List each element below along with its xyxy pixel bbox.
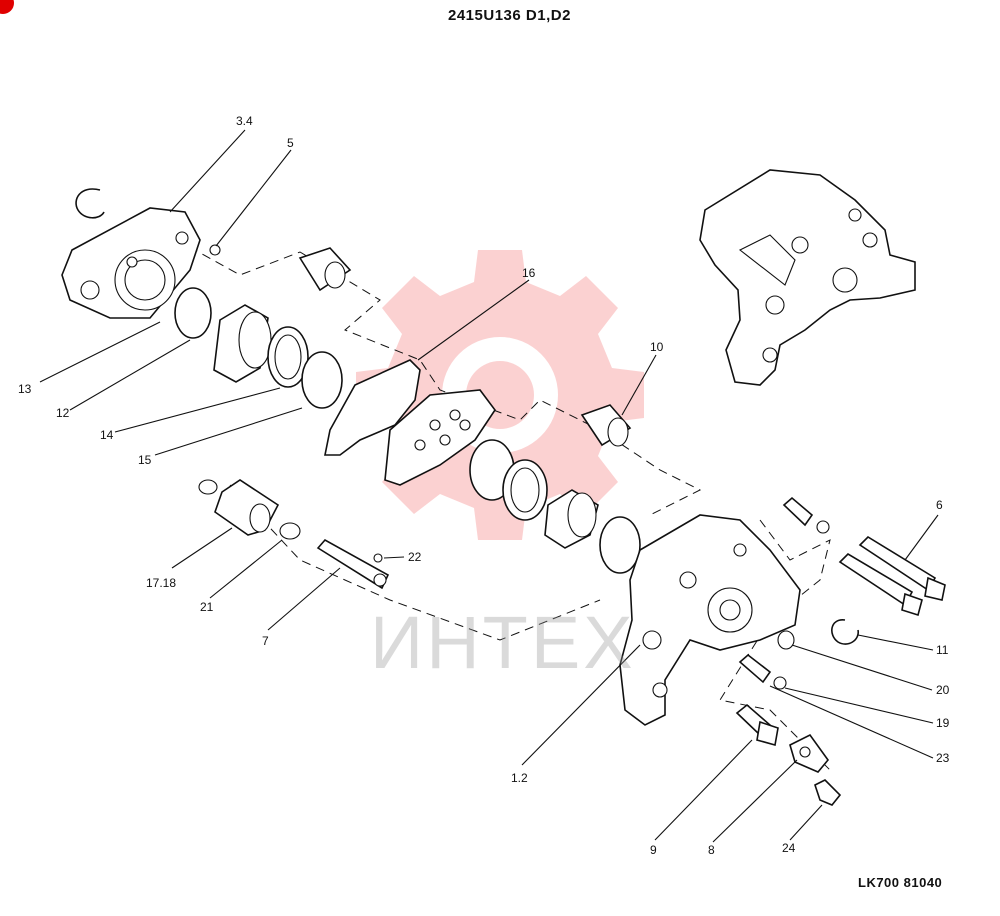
callout-label: 11 <box>936 643 949 657</box>
bleed-cap-19 <box>773 676 787 690</box>
guide-bushing-10 <box>580 404 632 447</box>
snap-ring-11 <box>831 619 859 645</box>
piston-right <box>544 489 599 549</box>
bleed-screw-19 <box>738 653 772 684</box>
callout-label: 19 <box>936 716 950 730</box>
plug-20 <box>777 630 795 650</box>
assembled-caliper <box>699 169 916 386</box>
seal-right <box>599 516 641 574</box>
dust-boot-right-inner <box>510 467 540 513</box>
callout-label: 22 <box>408 550 422 564</box>
o-ring-21 <box>279 522 301 540</box>
callout-label: 12 <box>56 406 70 420</box>
retaining-ring-15 <box>301 351 343 409</box>
callout-label: 15 <box>138 453 152 467</box>
callout-label: 7 <box>262 634 269 648</box>
assembly-path-lower <box>229 484 601 641</box>
drawing-reference: LK700 81040 <box>858 875 943 890</box>
callout-label: 5 <box>287 136 294 150</box>
dust-boot-14-inner <box>274 334 302 380</box>
callout-label: 24 <box>782 841 796 855</box>
callout-label: 10 <box>650 340 664 354</box>
o-ring-small-left <box>198 479 218 495</box>
bleed-cap-upper <box>816 520 830 534</box>
drawing-code: 2415U136 D1,D2 <box>448 7 571 24</box>
brake-pad-inner <box>384 389 496 486</box>
caliper-housing-right <box>619 514 801 726</box>
callout-label: 21 <box>200 600 214 614</box>
callout-label: 13 <box>18 382 32 396</box>
callout-label: 9 <box>650 843 657 857</box>
callout-label: 16 <box>522 266 536 280</box>
lock-plate-hole <box>799 746 811 758</box>
caliper-housing-left <box>61 207 201 319</box>
guide-sleeve <box>214 479 280 536</box>
o-ring-22 <box>373 553 383 563</box>
watermark-text: ИНТЕХ <box>370 601 636 684</box>
leader-lines <box>39 129 939 843</box>
callout-label: 20 <box>936 683 950 697</box>
callout-label: 14 <box>100 428 114 442</box>
screw-24 <box>814 779 842 806</box>
bolt-9 <box>735 703 779 747</box>
guide-bushing-upper <box>298 247 352 292</box>
piston-left <box>213 304 272 383</box>
callout-label: 23 <box>936 751 950 765</box>
brake-pad-outer <box>324 359 421 456</box>
callout-label: 3.4 <box>236 114 253 128</box>
guide-pin-7 <box>316 538 390 590</box>
callout-label: 6 <box>936 498 943 512</box>
bolts-6 <box>838 535 946 617</box>
bleed-screw-upper <box>782 496 814 527</box>
seal-12 <box>174 287 212 339</box>
corner-mark <box>0 0 14 14</box>
callout-label: 17.18 <box>146 576 177 590</box>
o-ring-5 <box>209 244 221 256</box>
callout-label: 8 <box>708 843 715 857</box>
assembly-path-upper <box>149 224 702 516</box>
callout-label: 1.2 <box>511 771 528 785</box>
snap-ring <box>75 188 105 219</box>
